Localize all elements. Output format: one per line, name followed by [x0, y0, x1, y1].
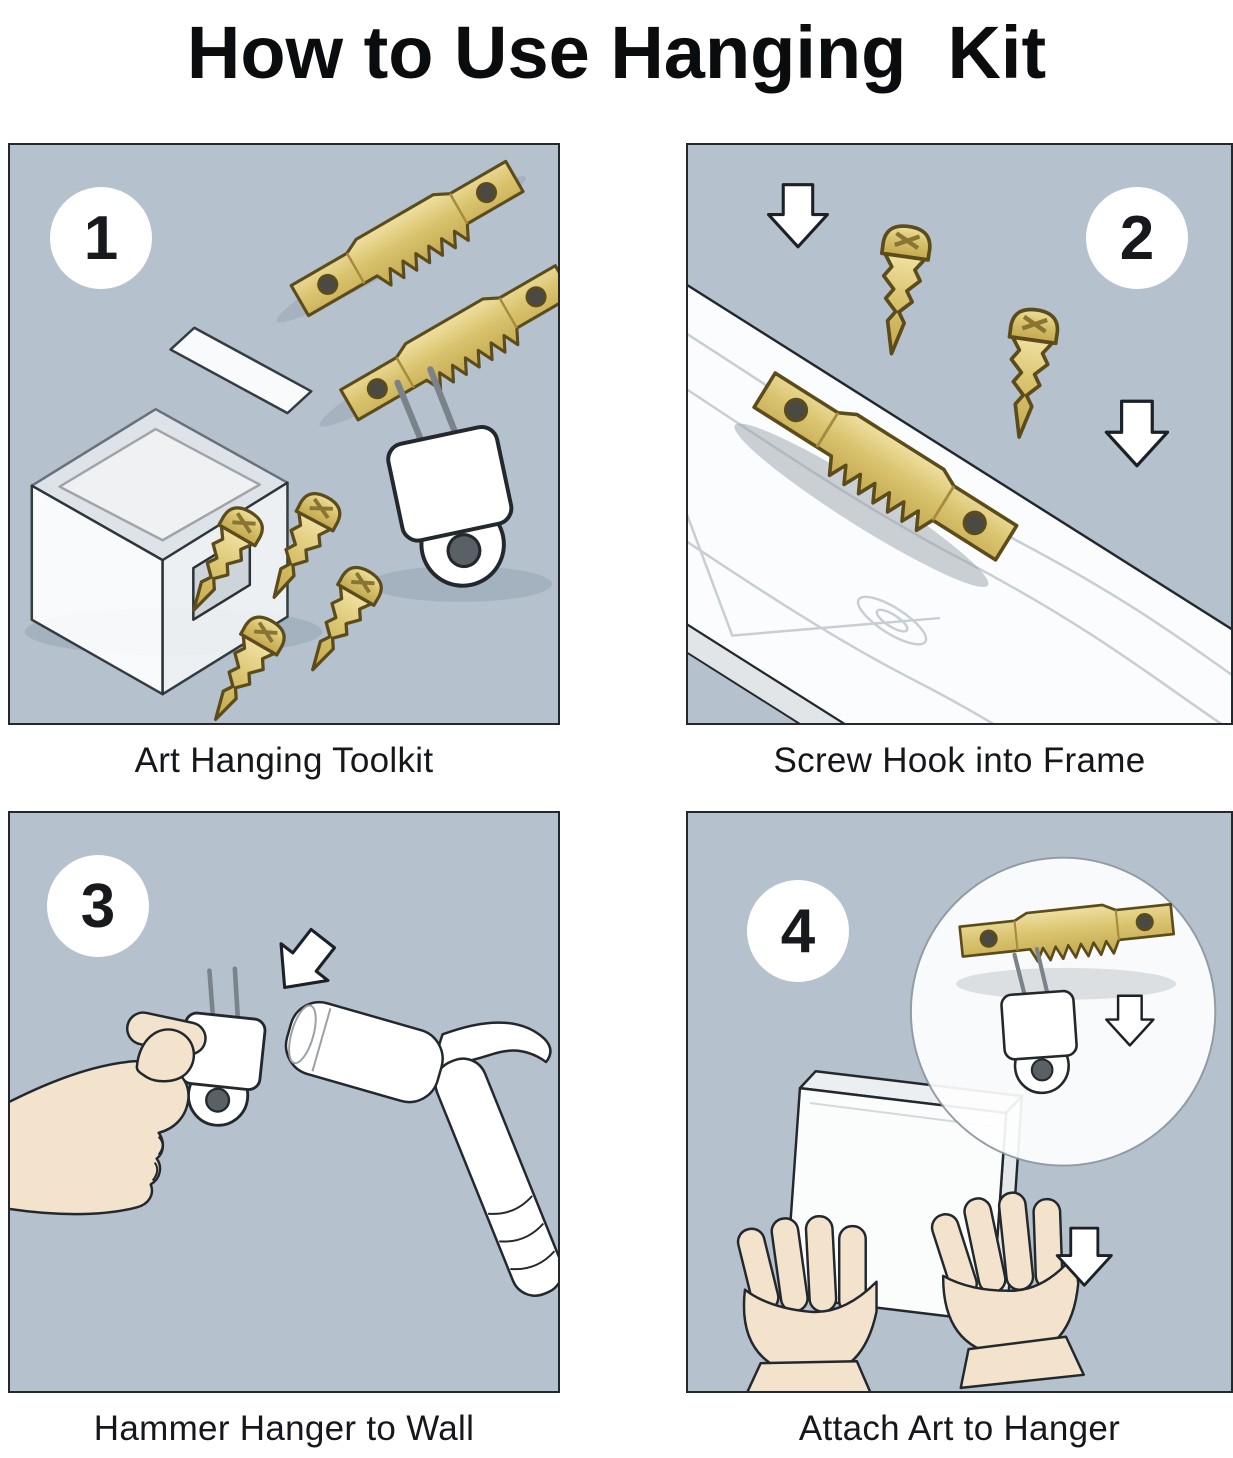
hand-icon [736, 1214, 878, 1391]
step-1-illustration [24, 153, 558, 723]
hammer-handle [434, 1057, 558, 1297]
wood-frame-icon [688, 165, 1231, 723]
step-4-illustration [736, 856, 1217, 1391]
step-number: 2 [1119, 203, 1155, 273]
screw-icon [292, 559, 390, 683]
step-3-illustration [10, 918, 558, 1297]
step-number-badge: 4 [747, 880, 849, 982]
step-4-figure: 4 [686, 811, 1233, 1449]
step-number-badge: 3 [47, 855, 149, 957]
page-title: How to Use Hanging Kit [186, 11, 1047, 94]
shadow [956, 967, 1177, 1000]
step-1-figure: 1 [8, 143, 560, 781]
step-number-badge: 2 [1086, 187, 1188, 289]
screw-icon [868, 223, 932, 357]
step-2-panel: 2 [686, 143, 1233, 725]
hammer-icon [284, 1000, 558, 1297]
shadow [734, 423, 989, 587]
step-caption: Art Hanging Toolkit [134, 741, 434, 780]
step-number-badge: 1 [50, 187, 152, 289]
magnifier-circle-icon [909, 856, 1217, 1167]
step-2-figure: 2 [686, 143, 1233, 781]
step-3-panel: 3 [8, 811, 560, 1393]
down-arrow-icon [1104, 399, 1170, 468]
down-arrow-icon [766, 183, 829, 249]
step-1-panel: 1 [8, 143, 560, 725]
step-3-figure: 3 [8, 811, 560, 1449]
step-caption: Attach Art to Hanger [798, 1409, 1121, 1448]
step-number: 3 [80, 871, 116, 941]
step-number: 4 [780, 896, 816, 966]
down-left-arrow-icon [259, 918, 348, 1008]
screw-icon [996, 307, 1060, 441]
step-4-panel: 4 [686, 811, 1233, 1393]
step-caption: Hammer Hanger to Wall [93, 1409, 475, 1448]
step-2-illustration [688, 165, 1231, 723]
steps-grid: 1 [0, 143, 1233, 1449]
hand-icon [930, 1191, 1085, 1390]
step-caption: Screw Hook into Frame [773, 741, 1146, 780]
step-number: 1 [83, 203, 119, 273]
hand-icon [10, 1011, 207, 1216]
